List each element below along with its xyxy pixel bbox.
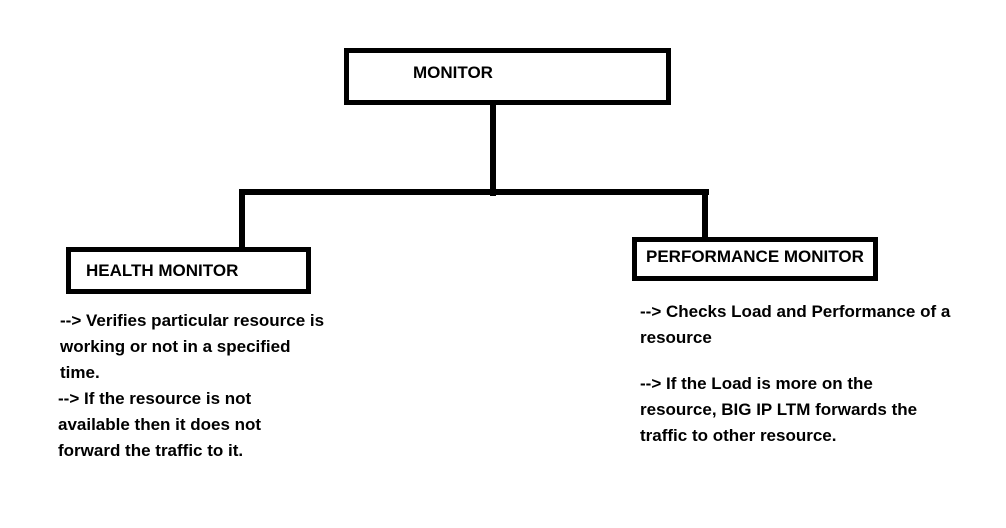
performance-desc-line: resource bbox=[640, 328, 712, 347]
performance-monitor-box bbox=[632, 237, 878, 281]
health-desc-line: time. bbox=[60, 363, 100, 382]
performance-monitor-description: --> Checks Load and Performance of a res… bbox=[640, 299, 950, 449]
performance-desc-line: --> Checks Load and Performance of a bbox=[640, 302, 951, 321]
performance-desc-line: --> If the Load is more on the bbox=[640, 374, 873, 393]
connector-right-down bbox=[702, 189, 708, 241]
health-monitor-label: HEALTH MONITOR bbox=[86, 261, 239, 280]
health-desc-line: --> If the resource is not bbox=[58, 389, 252, 408]
health-desc-line: --> Verifies particular resource is bbox=[60, 311, 325, 330]
root-node-box bbox=[344, 48, 671, 105]
health-desc-line: working or not in a specified bbox=[60, 337, 291, 356]
health-monitor-description: --> Verifies particular resource is work… bbox=[58, 308, 325, 464]
health-monitor-box bbox=[66, 247, 311, 294]
root-node-label: MONITOR bbox=[413, 63, 493, 82]
connector-left-down bbox=[239, 189, 245, 251]
health-desc-line: forward the traffic to it. bbox=[58, 441, 244, 460]
connector-root-down bbox=[490, 103, 496, 196]
performance-monitor-label: PERFORMANCE MONITOR bbox=[646, 247, 864, 266]
performance-desc-line bbox=[640, 351, 950, 371]
connector-horizontal bbox=[239, 189, 709, 195]
performance-desc-line: traffic to other resource. bbox=[640, 426, 837, 445]
health-desc-line: available then it does not bbox=[58, 415, 262, 434]
performance-desc-line: resource, BIG IP LTM forwards the bbox=[640, 400, 918, 419]
